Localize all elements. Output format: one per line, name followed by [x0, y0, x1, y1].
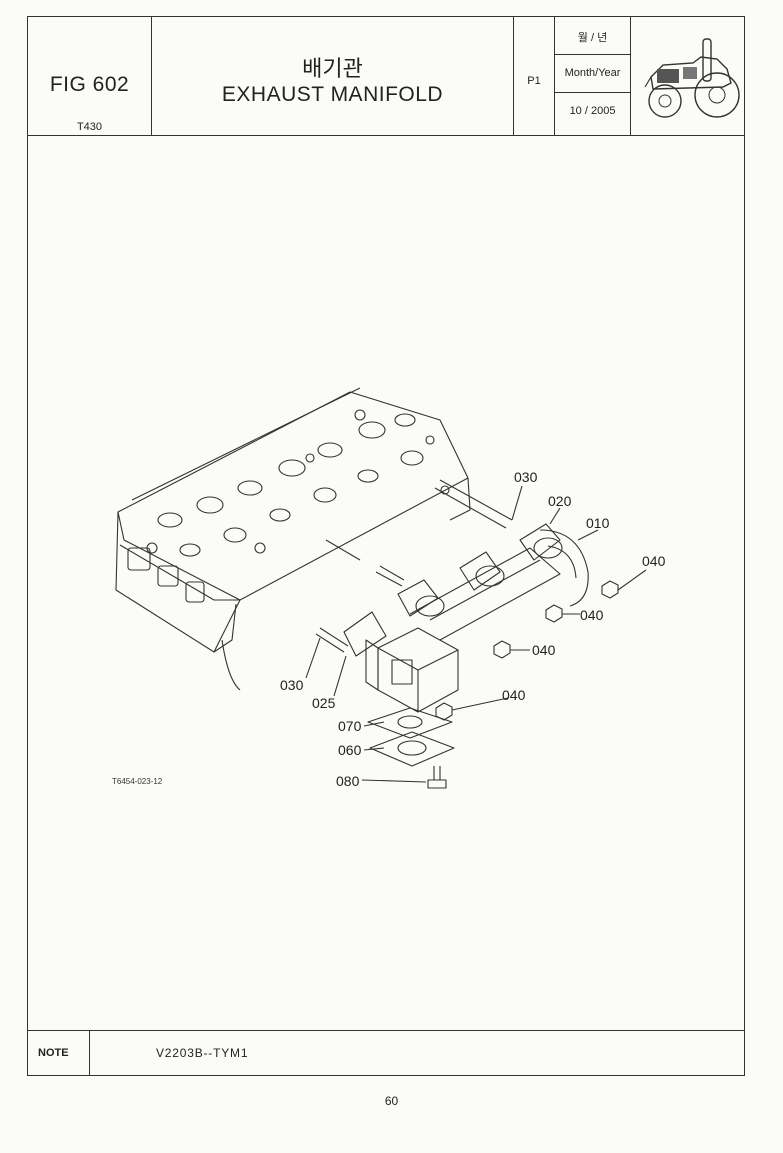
model-code: T430	[76, 121, 103, 133]
callout-030-top: 030	[514, 469, 538, 485]
page-frame: FIG 602 T430 배기관 EXHAUST MANIFOLD P1 월 /…	[27, 16, 745, 1076]
title-korean: 배기관	[302, 57, 363, 82]
date-value: 10 / 2005	[569, 105, 616, 117]
reference-code: T6454-023-12	[112, 777, 163, 786]
date-label-row: Month/Year	[555, 55, 630, 93]
callout-060: 060	[338, 742, 362, 758]
figure-number: FIG 602	[49, 73, 130, 96]
figure-cell: FIG 602 T430	[28, 17, 152, 135]
header: FIG 602 T430 배기관 EXHAUST MANIFOLD P1 월 /…	[28, 17, 744, 136]
page-number: 60	[384, 1094, 399, 1108]
callout-025: 025	[312, 695, 336, 711]
callout-040-d: 040	[502, 687, 526, 703]
cylinder-head-drawing	[115, 387, 647, 789]
note-row: NOTE V2203B--TYM1	[28, 1030, 744, 1075]
title-cell: 배기관 EXHAUST MANIFOLD	[152, 17, 514, 135]
callout-070: 070	[338, 718, 362, 734]
callout-040-a: 040	[642, 553, 666, 569]
callout-030-bottom: 030	[280, 677, 304, 693]
callout-080: 080	[336, 773, 360, 789]
page-id-cell: P1	[514, 17, 555, 135]
callout-020: 020	[548, 493, 572, 509]
page-id: P1	[527, 75, 541, 87]
date-cell: 월 / 년 Month/Year 10 / 2005	[555, 17, 631, 135]
note-text: V2203B--TYM1	[156, 1046, 249, 1060]
date-label-korean: 월 / 년	[577, 32, 608, 44]
callout-010: 010	[586, 515, 610, 531]
note-label: NOTE	[28, 1031, 90, 1075]
title-english: EXHAUST MANIFOLD	[221, 83, 444, 106]
callout-040-c: 040	[532, 642, 556, 658]
tractor-icon	[644, 38, 740, 118]
date-value-row: 10 / 2005	[555, 93, 630, 135]
icon-cell	[631, 17, 744, 135]
callout-040-b: 040	[580, 607, 604, 623]
date-label-korean-row: 월 / 년	[555, 17, 630, 55]
date-label: Month/Year	[564, 67, 621, 79]
